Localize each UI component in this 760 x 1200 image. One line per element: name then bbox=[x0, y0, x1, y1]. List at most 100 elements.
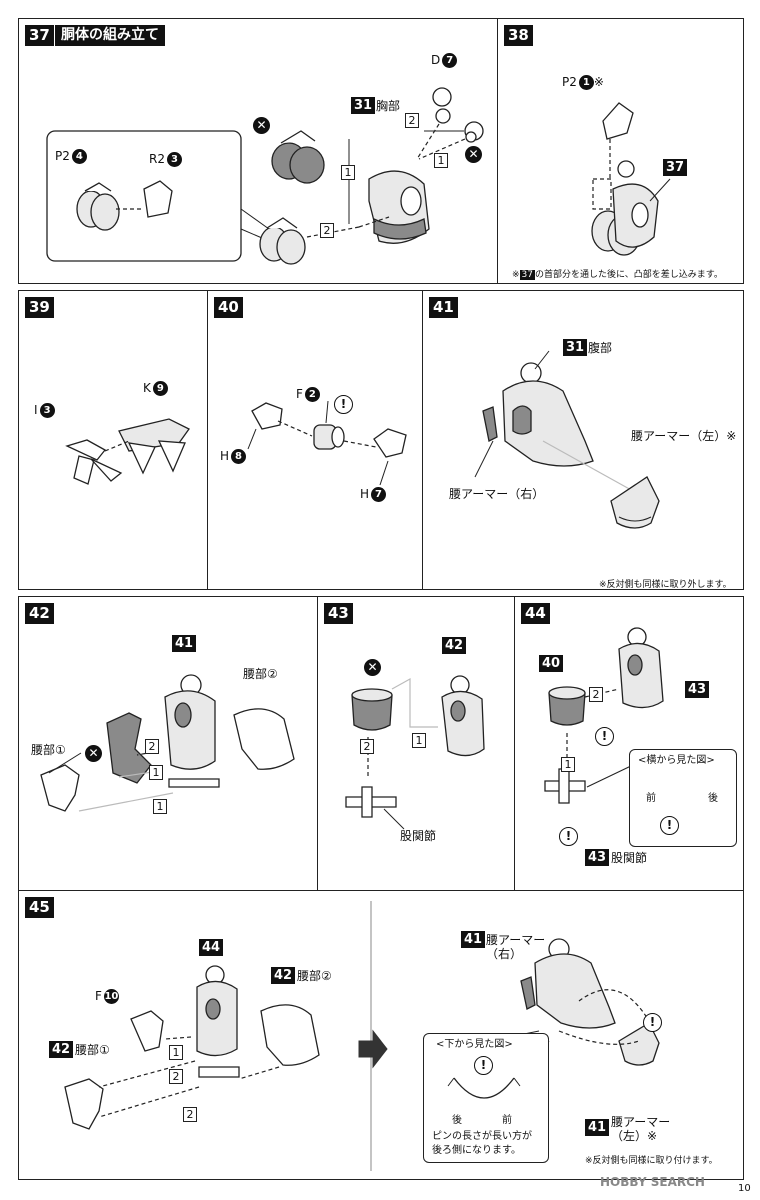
h8-number: 8 bbox=[231, 449, 247, 464]
armor-left-label: 腰アーマー（左）※ bbox=[631, 429, 737, 443]
step-number: 44 bbox=[521, 603, 550, 624]
watermark-text: HOBBY SEARCH bbox=[600, 1175, 705, 1189]
remove-x-icon: ✕ bbox=[465, 146, 482, 163]
waist1-label: 腰部① bbox=[31, 743, 66, 757]
waist2-label: 腰部② bbox=[297, 969, 332, 983]
remove-x-icon: ✕ bbox=[253, 117, 270, 134]
h8-text: H bbox=[220, 449, 230, 463]
joint-label: 股関節 bbox=[611, 851, 648, 865]
step-42-panel: 42 41 腰部② 腰部① ✕ 2 1 1 bbox=[18, 596, 319, 892]
step-ref-badge: 31 bbox=[563, 339, 588, 356]
seq-number: 1 bbox=[149, 765, 163, 780]
ref-label: 腹部 bbox=[588, 341, 613, 355]
step-38-illustration bbox=[591, 102, 671, 256]
watermark: HOBBY SEARCH bbox=[600, 1175, 705, 1189]
h7-number: 7 bbox=[371, 487, 387, 502]
waist2-ref-badge: 42 bbox=[271, 967, 296, 984]
armor-right-side: （右） bbox=[486, 947, 523, 961]
caution-icon: ! bbox=[660, 816, 679, 835]
seq-number: 2 bbox=[145, 739, 159, 754]
p2-number: 1 bbox=[578, 75, 594, 90]
seq-number: 2 bbox=[589, 687, 603, 702]
step-number: 43 bbox=[324, 603, 353, 624]
caution-icon: ! bbox=[643, 1013, 662, 1032]
front-label: 前 bbox=[502, 1115, 512, 1126]
step-45-note: ※反対側も同様に取り付けます。 bbox=[585, 1156, 718, 1166]
armor-right-label: 腰アーマー（右） bbox=[449, 487, 545, 501]
front-label: 前 bbox=[646, 793, 656, 804]
step-number: 42 bbox=[25, 603, 54, 624]
k-text: K bbox=[143, 381, 151, 395]
page-number: 10 bbox=[738, 1183, 751, 1194]
seq-number: 2 bbox=[360, 739, 374, 754]
ref-badge-40: 40 bbox=[539, 655, 564, 672]
caution-icon: ! bbox=[559, 827, 578, 846]
step-43-panel: 43 ✕ 42 1 2 股関節 bbox=[317, 596, 516, 892]
step-title: 胴体の組み立て bbox=[55, 25, 165, 46]
waist1-ref-badge: 42 bbox=[49, 1041, 74, 1058]
step-40-illustration bbox=[247, 400, 407, 486]
note-ref: 37 bbox=[519, 270, 535, 280]
step-42-illustration bbox=[40, 674, 295, 812]
seq-number: 1 bbox=[434, 153, 448, 168]
seq-number: 2 bbox=[405, 113, 419, 128]
seq-number: 1 bbox=[341, 165, 355, 180]
back-label: 後 bbox=[708, 793, 718, 804]
bottom-view-box: <下から見た図> ! 後 前 ピンの長さが長い方が 後ろ側になります。 bbox=[423, 1033, 549, 1163]
step-44-panel: 44 40 43 2 1 ! ! <横から見た図> 前 後 ! 43 股関節 bbox=[514, 596, 744, 892]
step-43-illustration bbox=[345, 675, 485, 830]
seq-number: 2 bbox=[320, 223, 334, 238]
waist1-label: 腰部① bbox=[75, 1043, 110, 1057]
joint-label: 股関節 bbox=[400, 829, 437, 843]
step-number: 39 bbox=[25, 297, 54, 318]
seq-number: 2 bbox=[183, 1107, 197, 1122]
f-text: F bbox=[296, 387, 303, 401]
f-number: 2 bbox=[304, 387, 320, 402]
pin-note-line1: ピンの長さが長い方が bbox=[432, 1131, 532, 1142]
waist2-label: 腰部② bbox=[243, 667, 278, 681]
step-number: 41 bbox=[429, 297, 458, 318]
step-number: 37 bbox=[25, 25, 54, 46]
seq-number: 1 bbox=[412, 733, 426, 748]
step-37-panel: 37 胴体の組み立て P2 bbox=[18, 18, 499, 284]
p2-text: P2 bbox=[55, 149, 70, 163]
r2-text: R2 bbox=[149, 152, 165, 166]
remove-x-icon: ✕ bbox=[364, 659, 381, 676]
armor-left-ref-badge: 41 bbox=[585, 1119, 610, 1136]
armor-right-ref-badge: 41 bbox=[461, 931, 486, 948]
step-45-illustration bbox=[64, 901, 660, 1171]
seq-number: 1 bbox=[169, 1045, 183, 1060]
side-view-box: <横から見た図> 前 後 ! bbox=[629, 749, 737, 847]
chest-ref-badge: 31 bbox=[351, 97, 376, 114]
step-39-illustration bbox=[65, 418, 190, 485]
remove-x-icon: ✕ bbox=[85, 745, 102, 762]
back-label: 後 bbox=[452, 1115, 462, 1126]
armor-left-label: 腰アーマー bbox=[611, 1115, 671, 1129]
i-text: I bbox=[34, 403, 38, 417]
armor-left-side: （左）※ bbox=[611, 1129, 658, 1143]
p2-number: 4 bbox=[71, 149, 87, 164]
pin-note-line2: 後ろ側になります。 bbox=[432, 1145, 521, 1156]
step-37-illustration bbox=[46, 87, 484, 265]
chest-label: 胸部 bbox=[376, 99, 401, 113]
f-text: F bbox=[95, 989, 102, 1003]
armor-right-label: 腰アーマー bbox=[486, 933, 546, 947]
step-number: 45 bbox=[25, 897, 54, 918]
caution-icon: ! bbox=[334, 395, 353, 414]
i-number: 3 bbox=[39, 403, 55, 418]
h7-text: H bbox=[360, 487, 370, 501]
step-41-illustration bbox=[474, 350, 660, 529]
k-number: 9 bbox=[152, 381, 168, 396]
